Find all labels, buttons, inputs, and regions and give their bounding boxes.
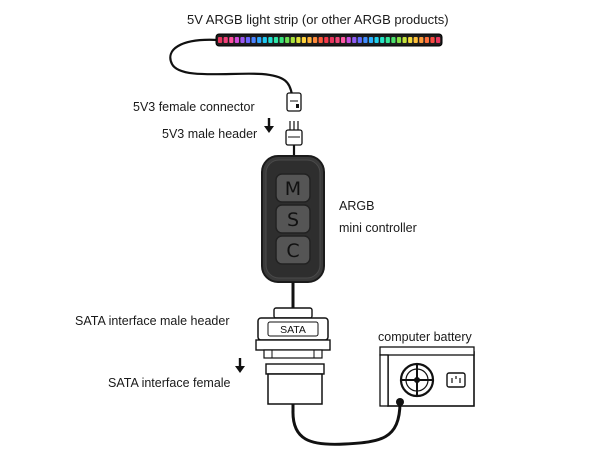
arrow-down-icon xyxy=(235,358,245,373)
female-connector xyxy=(286,92,302,112)
power-socket-icon xyxy=(446,372,466,388)
strip-led xyxy=(352,37,357,43)
sata-plug-text: SATA xyxy=(280,324,306,336)
strip-led xyxy=(419,37,424,43)
computer-battery xyxy=(379,346,475,407)
controller-button-c-shape xyxy=(275,235,311,265)
strip-led xyxy=(290,37,295,43)
strip-led xyxy=(329,37,334,43)
fan-icon xyxy=(399,362,435,398)
strip-led xyxy=(391,37,396,43)
sata-female xyxy=(265,363,325,412)
strip-label: 5V ARGB light strip (or other ARGB produ… xyxy=(187,12,449,27)
strip-led xyxy=(273,37,279,43)
strip-led xyxy=(363,37,368,43)
strip-led xyxy=(218,37,223,43)
male-header-label: 5V3 male header xyxy=(162,127,258,141)
controller-button-c: C xyxy=(286,240,299,262)
strip-led xyxy=(335,37,340,43)
controller-button-s-shape xyxy=(275,204,311,234)
sata-female-label: SATA interface female xyxy=(108,376,231,390)
strip-led xyxy=(436,37,441,43)
strip-led xyxy=(240,37,245,43)
strip-led xyxy=(341,37,346,43)
strip-led xyxy=(374,37,379,43)
controller-button-m-shape xyxy=(275,173,311,203)
controller-label-line2: mini controller xyxy=(339,221,417,235)
strip-led xyxy=(318,37,323,43)
male-header xyxy=(285,121,303,158)
strip-led xyxy=(346,37,351,43)
strip-led xyxy=(424,37,429,43)
strip-led xyxy=(262,37,267,43)
argb-mini-controller: M S C xyxy=(261,155,325,283)
sata-male-label: SATA interface male header xyxy=(75,314,230,328)
strip-led xyxy=(245,37,251,43)
strip-led xyxy=(279,37,284,43)
strip-led xyxy=(357,37,362,43)
battery-cable xyxy=(291,401,402,446)
strip-led xyxy=(413,37,418,43)
controller-label-line1: ARGB xyxy=(339,199,375,213)
strip-led xyxy=(368,37,374,43)
argb-light-strip xyxy=(215,33,443,47)
strip-led xyxy=(380,37,385,43)
strip-led xyxy=(324,37,329,43)
sata-male-header: SATA xyxy=(255,307,331,359)
controller-button-s: S xyxy=(287,209,299,231)
arrow-down-icon xyxy=(264,118,274,133)
strip-led xyxy=(396,37,402,43)
strip-led xyxy=(408,37,413,43)
strip-cable xyxy=(169,38,294,96)
strip-led xyxy=(234,37,239,43)
strip-led xyxy=(251,37,256,43)
strip-led xyxy=(268,37,273,43)
strip-led xyxy=(257,37,262,43)
strip-led xyxy=(307,37,312,43)
strip-led xyxy=(285,37,290,43)
strip-led xyxy=(385,37,390,43)
female-connector-label: 5V3 female connector xyxy=(133,100,255,114)
strip-led xyxy=(402,37,407,43)
strip-led xyxy=(223,37,228,43)
strip-led xyxy=(229,37,234,43)
strip-led xyxy=(313,37,318,43)
battery-label: computer battery xyxy=(378,330,472,344)
strip-led xyxy=(430,37,435,43)
strip-led xyxy=(301,37,306,43)
controller-button-m: M xyxy=(285,178,301,200)
strip-led xyxy=(296,37,301,43)
